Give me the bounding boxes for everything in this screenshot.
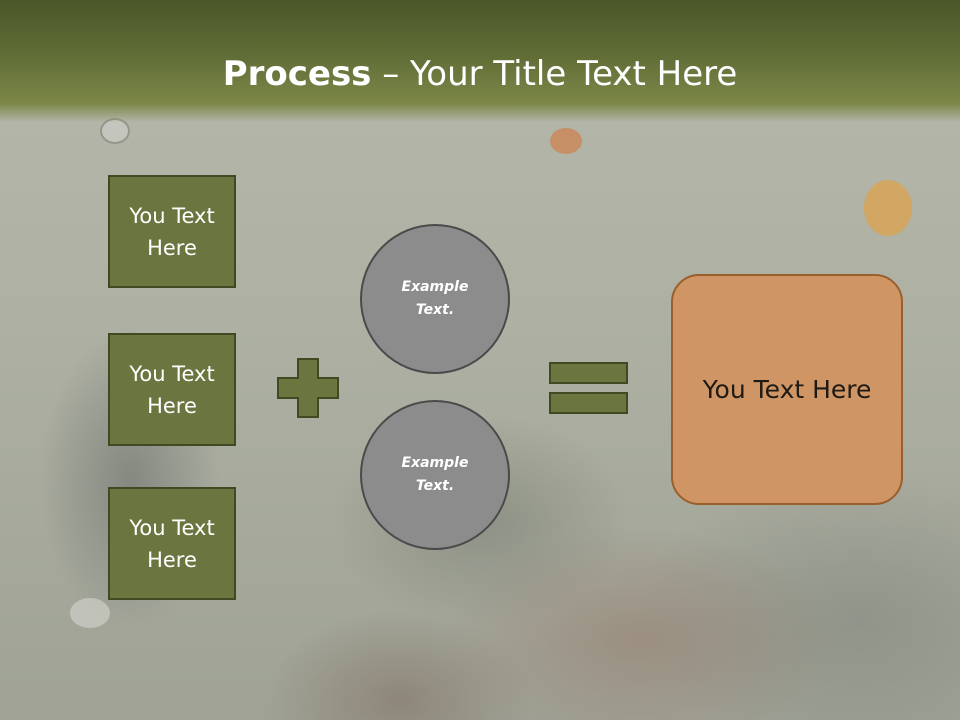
result-label: You Text Here (702, 374, 872, 404)
text-box-label: You Text Here (129, 515, 215, 572)
background-pebble (864, 180, 912, 236)
background-pebble (550, 128, 582, 154)
equals-icon (549, 362, 628, 414)
plus-icon (277, 358, 339, 418)
result-box[interactable]: You Text Here (671, 274, 903, 505)
example-circle-1[interactable]: Example Text. (360, 224, 510, 374)
title-bold: Process (222, 54, 372, 94)
background-pebble (70, 598, 110, 628)
header-band (0, 0, 960, 122)
circle-label: Example Text. (401, 455, 469, 494)
text-box-3[interactable]: You Text Here (108, 487, 236, 600)
circle-label: Example Text. (401, 279, 469, 318)
example-circle-2[interactable]: Example Text. (360, 400, 510, 550)
text-box-label: You Text Here (129, 203, 215, 260)
text-box-label: You Text Here (129, 361, 215, 418)
text-box-2[interactable]: You Text Here (108, 333, 236, 446)
title-rest: – Your Title Text Here (371, 54, 738, 94)
slide-title: Process – Your Title Text Here (0, 52, 960, 96)
text-box-1[interactable]: You Text Here (108, 175, 236, 288)
